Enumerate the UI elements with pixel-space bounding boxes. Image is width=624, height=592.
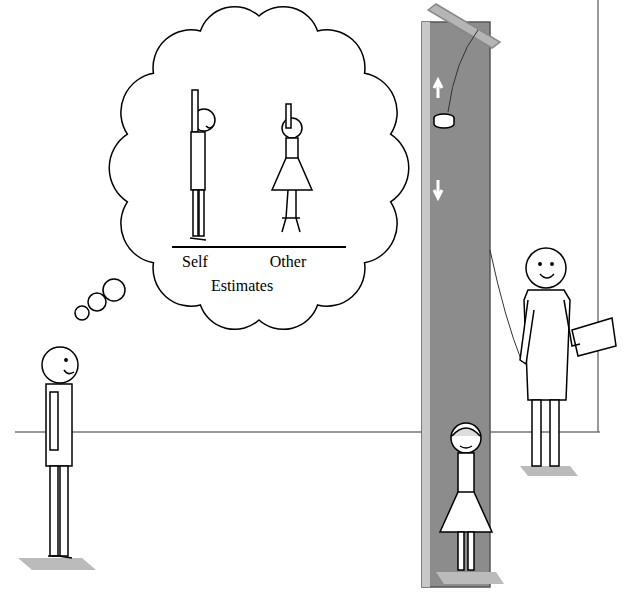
skirt xyxy=(272,158,312,190)
skirt xyxy=(440,492,492,532)
clipboard xyxy=(572,318,616,356)
cloud-label: Self xyxy=(182,253,208,271)
leg xyxy=(532,400,541,466)
board-edge xyxy=(422,22,430,587)
weight-disk xyxy=(434,118,454,128)
legs xyxy=(282,190,300,232)
torso xyxy=(46,384,72,466)
arm xyxy=(50,392,58,450)
leg xyxy=(60,466,68,556)
torso xyxy=(191,132,205,190)
smile xyxy=(64,370,74,374)
thought-bubble xyxy=(88,293,106,311)
leg xyxy=(458,532,464,570)
leg xyxy=(550,400,559,466)
cloud-label: Estimates xyxy=(211,277,273,295)
baseline xyxy=(172,246,346,248)
up-arrow xyxy=(434,80,442,98)
shadow xyxy=(520,466,578,476)
torso xyxy=(458,453,474,495)
shadow xyxy=(18,558,96,570)
raised-arm xyxy=(286,104,291,128)
head xyxy=(526,248,566,288)
raised-arm xyxy=(192,90,198,132)
thought-bubble xyxy=(103,279,125,301)
floor-line xyxy=(15,431,600,433)
head xyxy=(42,347,78,383)
head xyxy=(451,423,481,453)
shadow xyxy=(436,572,504,584)
head xyxy=(282,118,302,138)
eye xyxy=(65,359,67,361)
arm xyxy=(564,300,580,346)
wall-corner xyxy=(597,0,599,432)
arm xyxy=(520,300,534,364)
thought-cloud: Self OtherEstimates xyxy=(108,0,410,336)
torso xyxy=(286,138,298,160)
eye xyxy=(539,263,541,265)
leg xyxy=(468,532,474,570)
cloud-label: Other xyxy=(270,253,306,271)
eye xyxy=(551,263,553,265)
feet xyxy=(282,217,300,219)
pulley-string xyxy=(448,30,478,112)
control-string xyxy=(490,250,522,362)
leg xyxy=(199,190,204,236)
feet xyxy=(48,556,72,558)
top-bar xyxy=(428,4,500,48)
smile xyxy=(460,446,472,448)
leg xyxy=(193,190,198,236)
smile xyxy=(206,126,213,128)
cloud-shape xyxy=(109,7,409,330)
thought-bubble xyxy=(75,306,89,320)
hair xyxy=(452,428,480,436)
feet xyxy=(190,238,206,240)
leg xyxy=(50,466,58,556)
down-arrow xyxy=(434,180,442,198)
smile xyxy=(540,274,554,278)
